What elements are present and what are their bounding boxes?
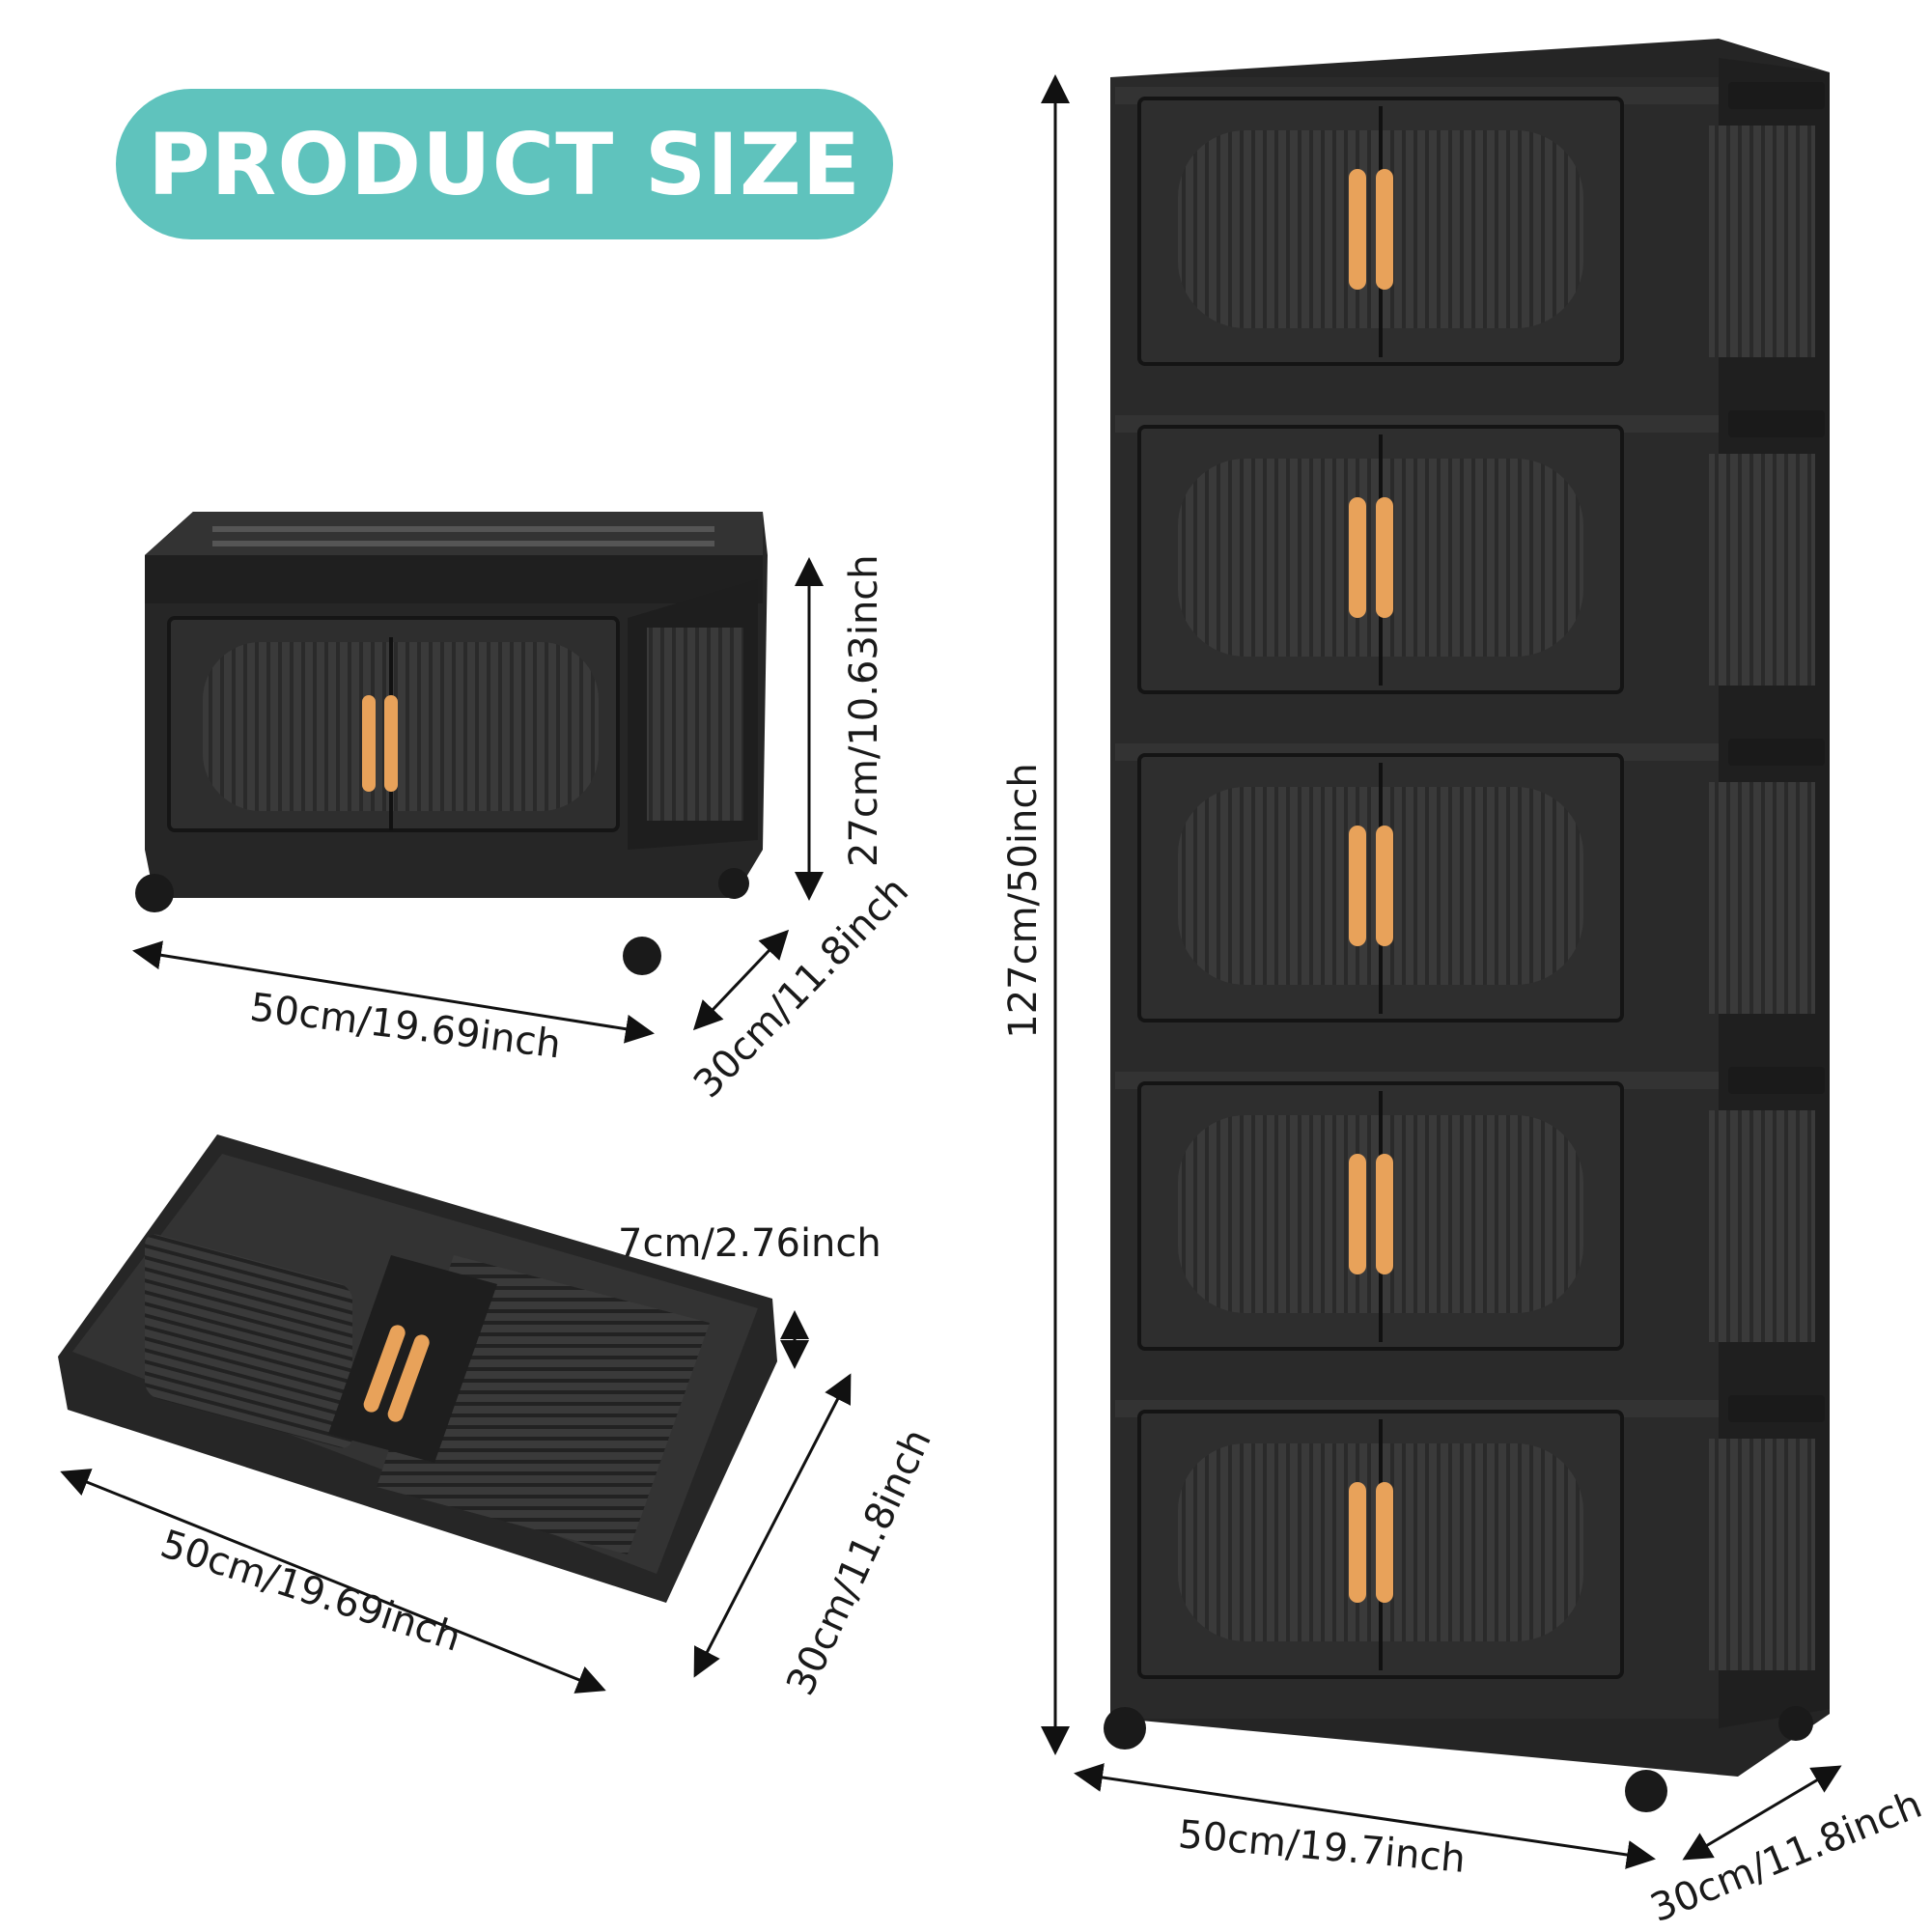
tower-unit	[1115, 410, 1825, 694]
tower-units	[1115, 82, 1825, 1679]
tower-height-label: 127cm/50inch	[1001, 763, 1046, 1039]
single-width-dimension-line	[132, 940, 655, 1044]
folded-thickness-label: 7cm/2.76inch	[618, 1221, 882, 1266]
single-storage-box	[135, 512, 768, 975]
product-size-badge: PRODUCT SIZE	[116, 89, 893, 239]
tower-width-dimension-line	[1074, 1763, 1656, 1869]
folded-depth-dimension-line	[693, 1373, 852, 1678]
tower-unit	[1115, 82, 1825, 366]
single-height-label: 27cm/10.63inch	[842, 554, 886, 867]
tower-unit	[1115, 1067, 1825, 1351]
single-depth-dimension-line	[692, 929, 790, 1031]
tower-unit	[1115, 1395, 1825, 1679]
folded-width-dimension-line	[60, 1469, 606, 1694]
tower-depth-dimension-line	[1682, 1765, 1842, 1861]
tower-unit	[1115, 739, 1825, 1022]
